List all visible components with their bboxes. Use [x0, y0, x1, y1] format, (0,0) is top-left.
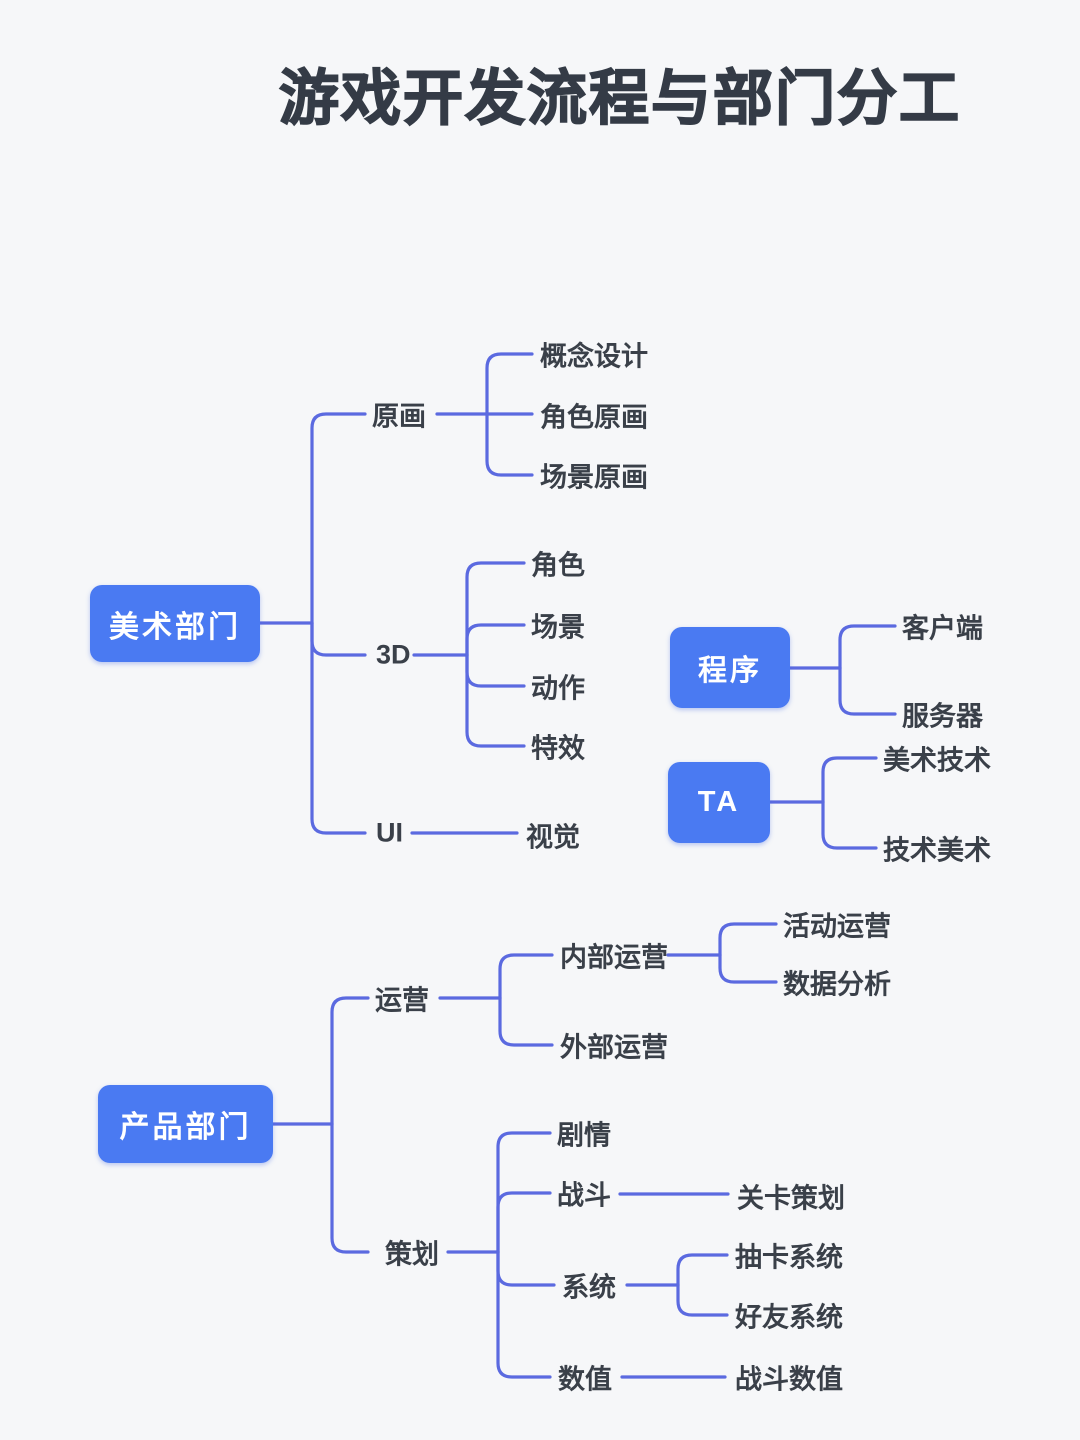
node-visual: 视觉 — [526, 822, 580, 853]
node-client: 客户端 — [902, 613, 983, 644]
node-ui: UI — [376, 817, 403, 848]
node-concept-design: 概念设计 — [540, 341, 648, 372]
node-scene3d: 场景 — [531, 612, 585, 643]
node-3d: 3D — [376, 639, 411, 670]
node-level-design: 关卡策划 — [737, 1183, 845, 1214]
node-char3d: 角色 — [531, 550, 585, 581]
node-design: 策划 — [385, 1239, 439, 1270]
node-server: 服务器 — [902, 701, 983, 732]
node-box-ta: TA — [668, 762, 770, 843]
node-tech-art: 技术美术 — [883, 835, 991, 866]
node-data-analysis: 数据分析 — [783, 969, 891, 1000]
node-motion: 动作 — [531, 673, 585, 704]
node-friend: 好友系统 — [735, 1302, 843, 1333]
node-external-ops: 外部运营 — [560, 1032, 668, 1063]
node-box-product-dept: 产品部门 — [98, 1085, 273, 1163]
node-art-tech: 美术技术 — [883, 745, 991, 776]
node-combat-numeric: 战斗数值 — [735, 1364, 843, 1395]
node-system: 系统 — [562, 1272, 616, 1303]
page-title: 游戏开发流程与部门分工 — [278, 64, 961, 133]
node-gacha: 抽卡系统 — [735, 1242, 843, 1273]
node-combat: 战斗 — [557, 1180, 611, 1211]
node-scene-art: 场景原画 — [540, 462, 648, 493]
node-numeric: 数值 — [558, 1364, 612, 1395]
node-story: 剧情 — [557, 1120, 611, 1151]
node-box-art-dept: 美术部门 — [90, 585, 260, 662]
node-yuanhua: 原画 — [372, 401, 426, 432]
node-operations: 运营 — [375, 985, 429, 1016]
node-box-program: 程序 — [670, 627, 790, 708]
node-char-art: 角色原画 — [540, 402, 648, 433]
node-vfx: 特效 — [531, 733, 585, 764]
node-activity-ops: 活动运营 — [783, 911, 891, 942]
node-internal-ops: 内部运营 — [560, 942, 668, 973]
